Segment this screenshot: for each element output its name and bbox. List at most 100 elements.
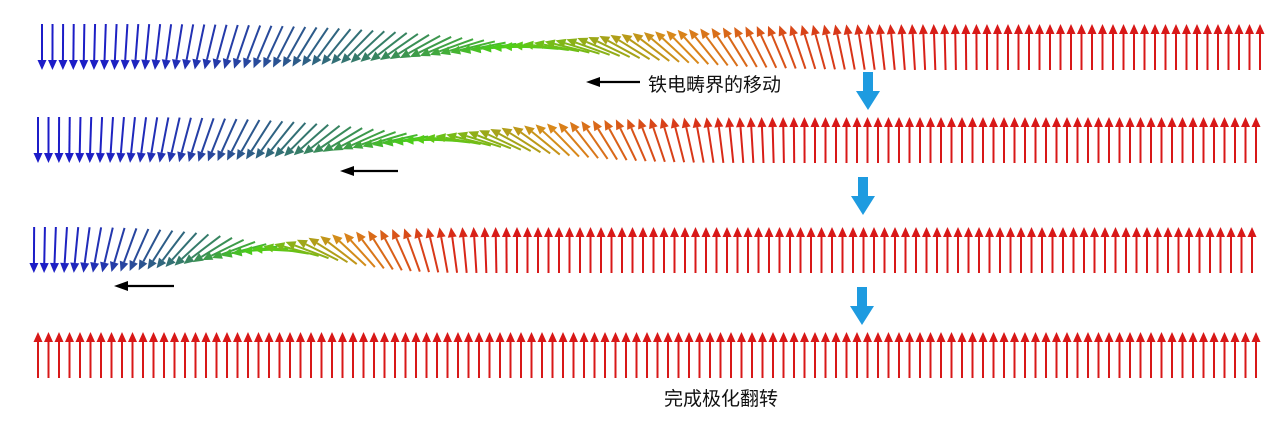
dipole-arrow [443,332,452,378]
dipole-arrow [161,24,173,70]
dipole-arrow [974,227,984,273]
dipole-arrow [947,117,956,163]
dipole-arrow [940,24,950,71]
dipole-arrow [936,117,946,163]
dipole-arrow [255,120,284,159]
dipole-arrow [1161,24,1170,70]
dipole-arrow [202,24,217,70]
dipole-arrow [638,227,648,273]
dipole-arrow [1167,117,1177,163]
dipole-arrow [533,227,543,273]
dipole-arrow [1184,227,1194,273]
dipole-arrow [1224,24,1233,70]
dipole-arrow [1146,332,1156,378]
dipole-arrow [768,117,778,164]
dipole-arrow [768,332,778,378]
dipole-arrow [254,332,263,378]
dipole-arrow [512,126,551,155]
dipole-arrow [370,32,408,62]
dipole-arrow [411,332,421,378]
dipole-arrow [821,117,830,163]
dipole-arrow [1056,24,1065,70]
dipole-arrow [39,226,49,273]
dipole-arrow [1182,24,1191,70]
dipole-arrow [128,332,137,378]
dipole-arrow [1251,332,1261,378]
dipole-arrow [264,332,274,378]
dipole-arrow [722,227,732,273]
dipole-arrow [638,118,657,162]
dipole-arrow [859,227,868,273]
dipole-arrow [284,123,318,157]
dipole-arrow [1209,117,1219,163]
dipole-arrow [360,31,397,62]
dipole-arrow [1203,24,1212,70]
dipole-arrow [1129,24,1139,70]
dipole-arrow [610,34,651,60]
dipole-arrow [131,23,140,70]
dipole-arrow [1237,227,1246,273]
dipole-arrow [359,332,368,378]
dipole-arrow [253,25,273,69]
dipole-arrow [490,128,532,152]
dipole-arrow [1230,117,1240,163]
dipole-arrow [306,332,316,378]
dipole-arrow [692,117,705,163]
dipole-arrow [172,24,184,70]
dipole-arrow [985,227,994,273]
dipole-arrow [1241,117,1250,163]
dipole-arrow [1220,332,1229,378]
dipole-arrow [999,332,1009,378]
dipole-arrow [149,332,158,378]
dipole-arrow [107,332,116,378]
dipole-arrow [331,29,363,65]
dipole-arrow [1241,332,1250,378]
dipole-arrow [350,30,385,63]
motion-arrow-2 [340,166,398,176]
dipole-arrow [890,227,900,273]
dipole-arrow [978,332,988,378]
dipole-row-3 [29,226,1257,274]
dipole-arrow [138,332,148,378]
dipole-arrow [747,332,757,378]
dipole-arrow [1048,227,1057,273]
dipole-arrow [1031,117,1040,163]
dipole-arrow [785,227,795,273]
dipole-arrow [37,24,47,70]
dipole-arrow [1205,227,1215,273]
dipole-arrow [915,117,925,163]
dipole-arrow [736,117,745,164]
dipole-arrow [1094,332,1103,378]
dipole-arrow [880,227,889,273]
dipole-arrow [75,332,85,378]
dipole-arrow [999,117,1009,163]
dipole-arrow [649,118,666,163]
dipole-arrow [876,24,886,70]
dipole-arrow [688,29,719,66]
dipole-arrow [197,117,215,162]
dipole-arrow [117,332,127,378]
dipole-arrow [989,117,998,163]
dipole-arrow [285,241,329,260]
dipole-arrow [733,227,742,273]
dipole-arrow [308,237,349,264]
dipole-arrow [547,123,580,158]
dipole-arrow [666,30,700,65]
dipole-arrow [516,332,526,378]
dipole-arrow [712,227,721,273]
dipole-arrow [677,29,710,65]
dipole-arrow [458,227,468,273]
dipole-arrow [469,227,479,274]
dipole-arrow [110,23,120,70]
dipole-arrow [842,332,851,378]
dipole-arrow [432,332,442,378]
dipole-arrow [756,26,778,69]
dipole-arrow [544,39,590,54]
dipole-arrow [789,25,807,70]
dipole-arrow [745,26,768,68]
dipole-arrow [90,227,103,273]
dipole-arrow [905,117,914,163]
dipole-arrow [953,227,963,273]
dipole-arrow [995,227,1005,273]
dipole-arrow [1073,117,1082,163]
